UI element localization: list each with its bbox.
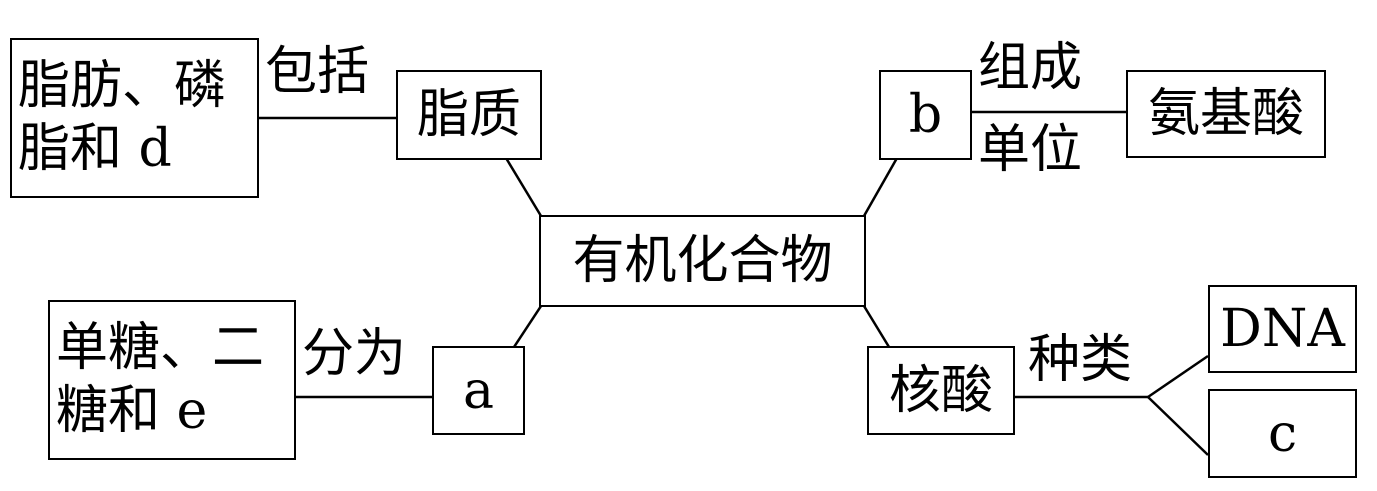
center-node: 有机化合物 xyxy=(539,215,866,307)
amino-acid-node: 氨基酸 xyxy=(1126,70,1326,158)
b-relation-bottom-label: 单位 xyxy=(978,120,1083,180)
nucleic-relation-label: 种类 xyxy=(1028,330,1133,390)
a-label: a xyxy=(462,360,494,421)
a-members-node: 单糖、二 糖和 e xyxy=(48,300,296,460)
b-label: b xyxy=(908,85,943,145)
connector-branch-dna xyxy=(1147,354,1209,399)
b-node: b xyxy=(879,70,972,160)
center-label: 有机化合物 xyxy=(572,231,833,291)
a-node: a xyxy=(432,346,525,435)
connector-center-nucleic xyxy=(862,305,891,348)
lipid-label: 脂质 xyxy=(416,85,521,145)
nucleic-acid-label: 核酸 xyxy=(888,360,993,421)
a-relation-label: 分为 xyxy=(302,324,407,384)
c-node: c xyxy=(1208,389,1357,478)
c-label: c xyxy=(1267,403,1298,464)
connector-branch-c xyxy=(1147,396,1209,456)
lipid-members-node: 脂肪、磷 脂和 d xyxy=(10,38,259,198)
amino-acid-label: 氨基酸 xyxy=(1147,84,1304,144)
b-relation-top-label: 组成 xyxy=(978,38,1083,98)
connector-center-a xyxy=(512,305,543,348)
lipid-members-line-1: 脂肪、磷 xyxy=(18,55,227,116)
a-members-line-1: 单糖、二 xyxy=(56,317,265,378)
dna-node: DNA xyxy=(1208,285,1357,373)
connector-center-lipid xyxy=(504,157,543,217)
connector-center-b xyxy=(862,157,899,217)
lipid-node: 脂质 xyxy=(396,70,542,160)
lipid-relation-label: 包括 xyxy=(265,42,370,102)
lipid-members-line-2: 脂和 d xyxy=(18,119,172,179)
dna-label: DNA xyxy=(1220,299,1345,359)
nucleic-acid-node: 核酸 xyxy=(867,346,1015,435)
a-members-line-2: 糖和 e xyxy=(56,381,208,441)
